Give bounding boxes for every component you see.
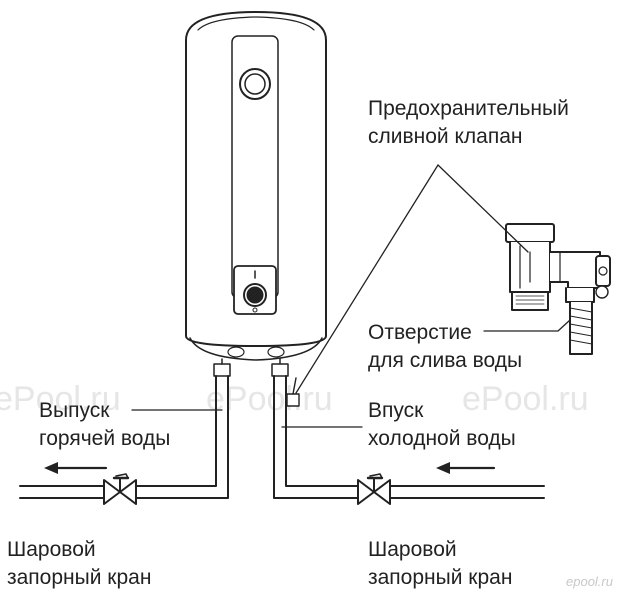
ball-valve-left-label-line2: запорный кран xyxy=(7,566,152,589)
flow-arrow-right-head xyxy=(436,462,450,474)
cold-water-pipe xyxy=(271,358,545,499)
flow-arrow-left-head xyxy=(44,462,58,474)
ball-valve-right-label-line2: запорный кран xyxy=(368,566,513,589)
hot-water-pipe xyxy=(19,358,231,499)
watermark-right: ePool.ru xyxy=(462,380,589,418)
drain-hole-label-line2: для слива воды xyxy=(368,349,523,372)
hot-outlet-label-line1: Выпуск xyxy=(39,399,110,422)
cold-inlet-label-line1: Впуск xyxy=(368,399,424,422)
corner-watermark: epool.ru xyxy=(566,574,613,589)
leader-lines xyxy=(131,164,571,428)
water-heater-tank xyxy=(185,11,327,361)
cold-inlet-label-line2: холодной воды xyxy=(368,427,516,450)
ball-valve-right xyxy=(357,473,391,505)
safety-valve-label-line1: Предохранительный xyxy=(368,97,569,120)
hot-outlet-label-line2: горячей воды xyxy=(39,427,171,450)
ball-valve-left xyxy=(103,473,137,505)
safety-valve-label-line2: сливной клапан xyxy=(368,125,523,148)
drain-hole-label-line1: Отверстие xyxy=(368,321,472,344)
ball-valve-left-label-line1: Шаровой xyxy=(7,538,96,561)
watermark-left: ePool.ru xyxy=(0,380,121,418)
safety-drain-valve-detail xyxy=(505,223,611,355)
ball-valve-right-label-line1: Шаровой xyxy=(368,538,457,561)
